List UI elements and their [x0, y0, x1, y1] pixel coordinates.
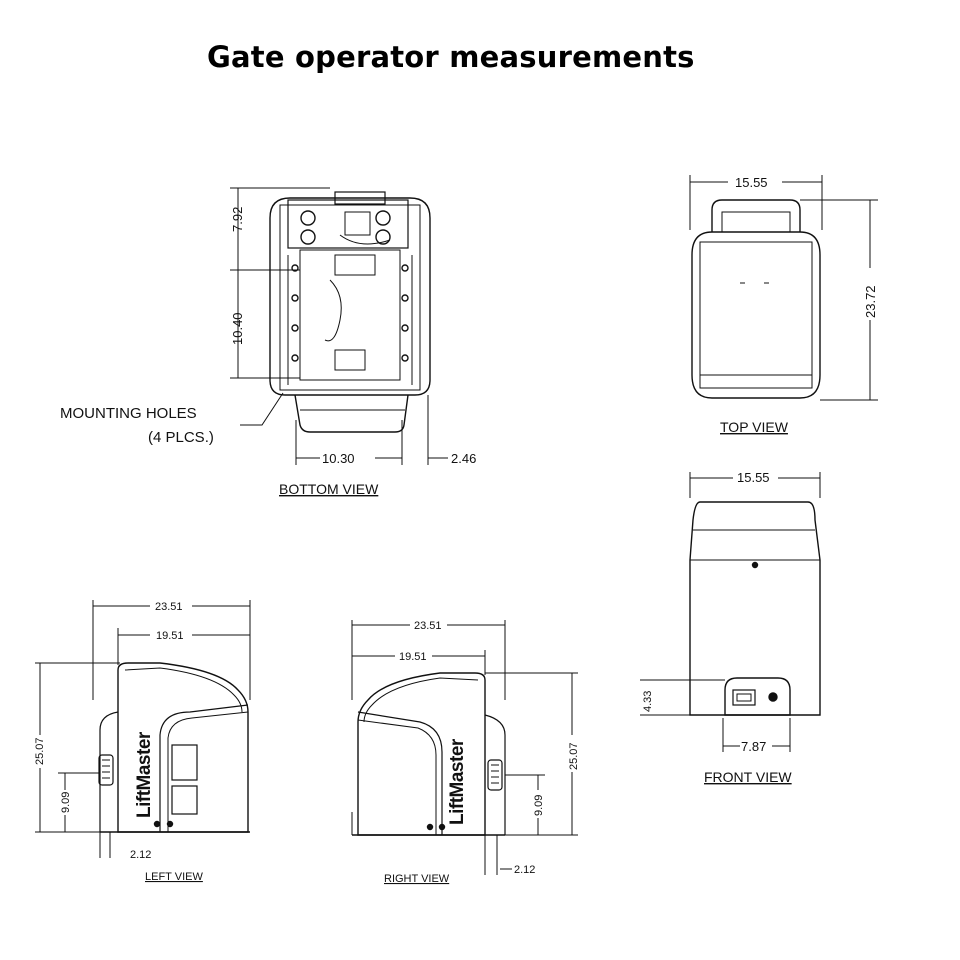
top-dim-23-72: 23.72 — [863, 285, 878, 318]
mounting-holes-note: MOUNTING HOLES — [60, 405, 197, 422]
front-dim-7-87: 7.87 — [741, 739, 766, 754]
page-title: Gate operator measurements — [207, 40, 695, 74]
front-view — [640, 472, 821, 752]
right-view — [351, 620, 578, 875]
bottom-dim-10-30: 10.30 — [322, 451, 355, 466]
left-view-caption: LEFT VIEW — [145, 871, 203, 883]
bottom-dim-7-92: 7.92 — [230, 207, 245, 232]
right-dim-25-07: 25.07 — [568, 742, 580, 770]
front-view-port-panel — [724, 677, 791, 716]
top-view — [689, 175, 878, 401]
mounting-holes-count: (4 PLCS.) — [148, 429, 214, 446]
top-view-housing — [691, 231, 821, 399]
bottom-dim-10-40: 10.40 — [230, 312, 245, 345]
bottom-view-caption: BOTTOM VIEW — [279, 481, 379, 497]
front-view-housing — [689, 501, 821, 716]
left-dim-2-12: 2.12 — [130, 849, 151, 861]
top-dim-15-55: 15.55 — [735, 175, 768, 190]
right-view-caption: RIGHT VIEW — [384, 873, 450, 885]
right-dim-19-51: 19.51 — [399, 651, 427, 663]
right-dim-23-51: 23.51 — [414, 620, 442, 632]
right-dim-2-12: 2.12 — [514, 864, 535, 876]
front-dim-4-33: 4.33 — [642, 691, 654, 712]
left-dim-25-07: 25.07 — [34, 737, 46, 765]
top-view-caption: TOP VIEW — [720, 419, 789, 435]
right-view-brand-logo: LiftMaster — [447, 738, 468, 825]
left-view-brand-logo: LiftMaster — [134, 731, 155, 818]
top-view-handle — [711, 199, 801, 232]
left-dim-9-09: 9.09 — [60, 792, 72, 813]
right-view-housing — [357, 672, 486, 836]
left-view — [35, 600, 251, 858]
bottom-view — [230, 187, 448, 465]
front-dim-15-55: 15.55 — [737, 470, 770, 485]
bottom-view-housing — [269, 197, 431, 396]
front-view-caption: FRONT VIEW — [704, 769, 792, 785]
left-view-housing — [117, 662, 249, 833]
left-dim-23-51: 23.51 — [155, 601, 183, 613]
left-dim-19-51: 19.51 — [156, 630, 184, 642]
right-dim-9-09: 9.09 — [533, 795, 545, 816]
bottom-dim-2-46: 2.46 — [451, 451, 476, 466]
